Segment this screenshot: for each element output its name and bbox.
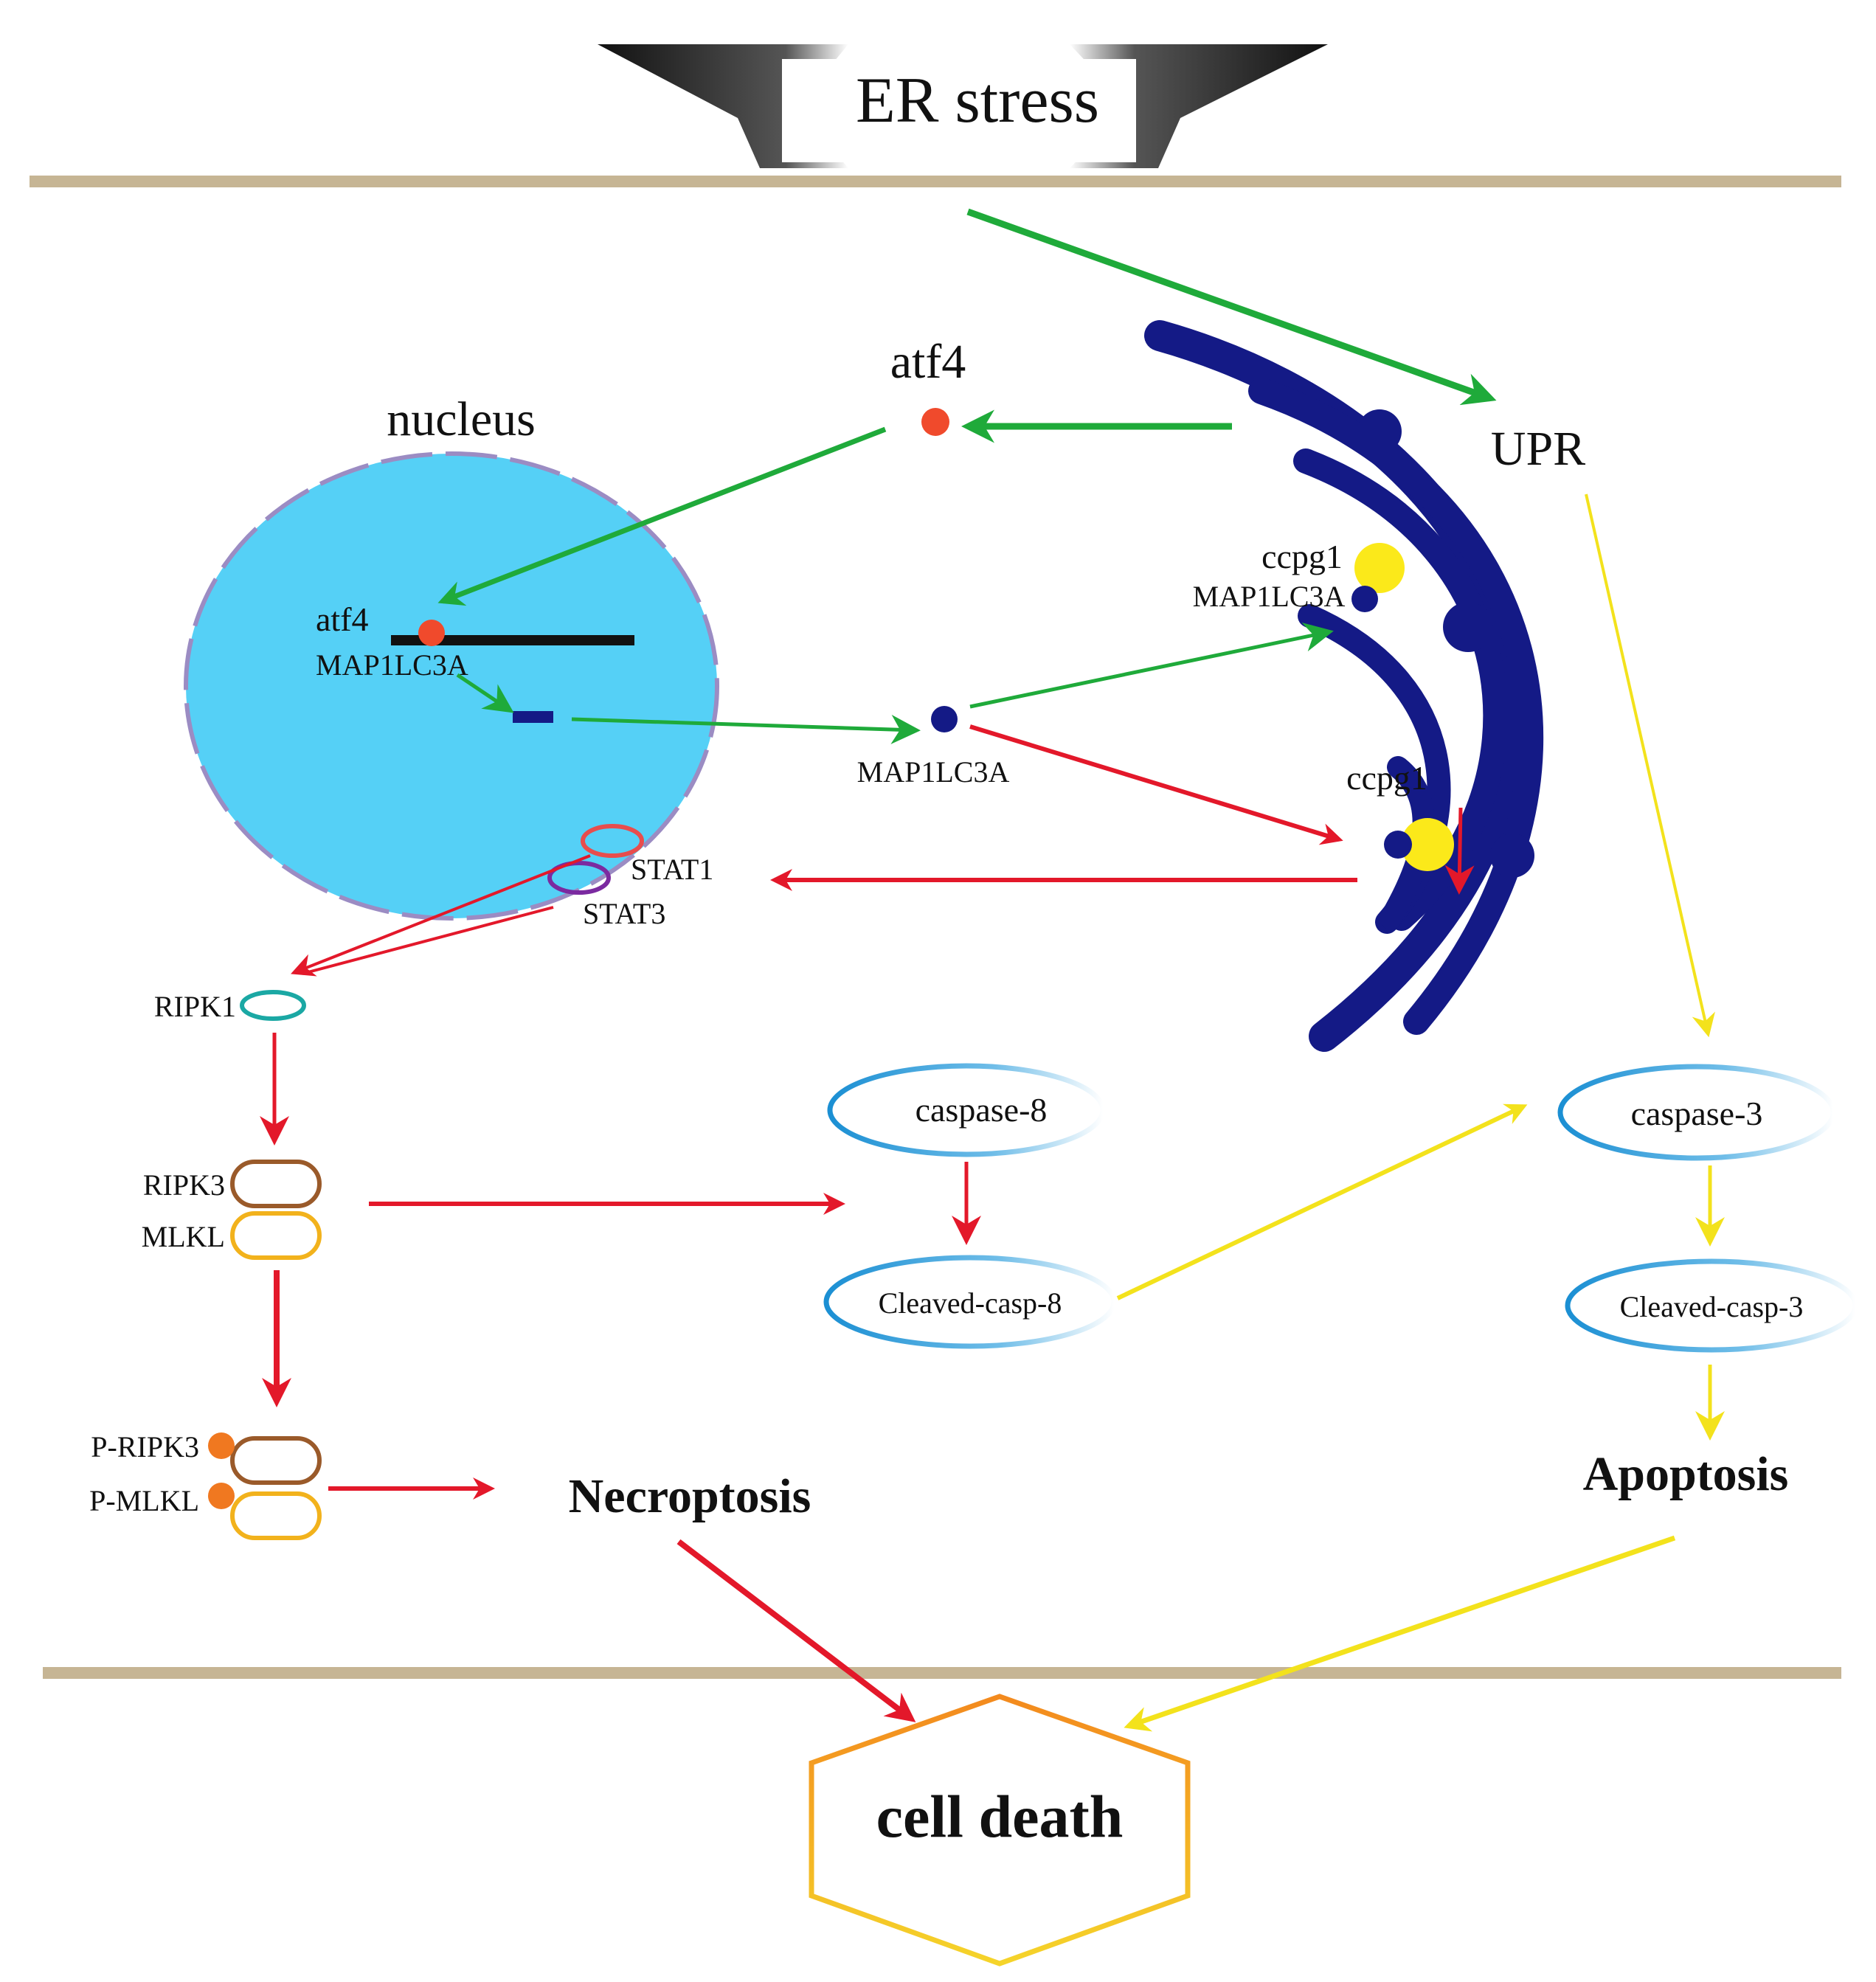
arrow-apoptosis-to-cell-death [1124,1535,1676,1732]
map1lc3a-bound-top [1351,586,1378,612]
arrow-map1lc3a-to-ccpg1 [969,622,1334,709]
p-mlkl-label: P-MLKL [89,1484,199,1517]
endoplasmic-reticulum [1144,320,1544,1052]
p-ripk3-label: P-RIPK3 [91,1430,199,1463]
map1lc3a-cytoplasm-label: MAP1LC3A [857,755,1010,789]
arrow-stat1-to-ripk1 [291,854,591,977]
stat3-receptor [547,861,611,895]
cleaved-casp-3-label: Cleaved-casp-3 [1620,1290,1804,1323]
cleaved-casp-8-node [823,1255,1117,1349]
cleaved-casp-3-node [1565,1258,1858,1353]
ripk1-label: RIPK1 [154,990,236,1023]
atf4-cytoplasm-label: atf4 [890,335,966,389]
atf4-nucleus-label: atf4 [316,600,369,638]
atf4-nucleus-dot [418,620,445,646]
yellow-arrows [1116,493,1725,1732]
stat3-label: STAT3 [583,897,665,930]
er-stress-burst [598,44,1328,168]
er-stress-label: ER stress [856,65,1099,136]
ripk3-node [230,1160,322,1208]
arrow-necroptosis-to-cell-death [676,1539,916,1722]
ccpg1-bottom-label: ccpg1 [1346,759,1427,797]
arrow-er-stress-to-upr [966,208,1497,406]
arrow-gene-to-mrna [456,673,514,713]
apoptosis-label: Apoptosis [1583,1447,1789,1501]
map1lc3a-nucleus-label: MAP1LC3A [316,648,468,682]
er-ribosomes [1357,409,1534,878]
caspase-8-label: caspase-8 [915,1091,1048,1129]
mlkl-node [230,1211,322,1260]
arrow-map1lc3a-to-ccpg1-bottom [969,724,1343,845]
ccpg1-top [1354,543,1405,593]
caspase-3-node [1557,1064,1836,1161]
upr-label: UPR [1491,422,1585,476]
map1lc3a-er-label: MAP1LC3A [1193,580,1346,613]
stat1-label: STAT1 [631,853,713,886]
nucleus-label: nucleus [387,392,536,446]
arrow-mrna-to-map1lc3a [571,714,921,744]
caspase-3-label: caspase-3 [1631,1095,1763,1132]
arrow-upr-to-caspase3 [1585,493,1715,1038]
red-arrows [260,724,1475,1722]
map1lc3a-cytoplasm-dot [931,706,958,732]
nucleus [184,451,719,921]
caspase-8-node [827,1063,1106,1157]
necroptosis-label: Necroptosis [569,1469,811,1523]
cell-death-label: cell death [876,1783,1124,1850]
stat1-receptor [581,824,644,858]
ripk3-label: RIPK3 [143,1168,225,1202]
ccpg1-top-label: ccpg1 [1261,538,1343,575]
mlkl-label: MLKL [142,1220,225,1253]
arrow-atf4-to-nucleus [437,426,887,606]
map1lc3a-mrna [513,711,553,723]
ripk1-node [240,990,306,1021]
p-mlkl-node [230,1491,322,1540]
cleaved-casp-8-label: Cleaved-casp-8 [879,1286,1062,1320]
arrow-cleaved8-to-caspase3 [1116,1103,1528,1300]
p-ripk3-phospho [208,1432,235,1459]
atf4-cytoplasm-dot [921,408,949,436]
cell-death-hexagon [809,1694,1191,1967]
green-arrows [437,208,1497,744]
p-ripk3-node [230,1436,322,1485]
map1lc3a-bound-bottom [1384,831,1412,859]
p-mlkl-phospho [208,1483,235,1509]
ccpg1-bottom [1401,818,1454,871]
arrow-stat3-to-ripk1 [302,906,554,975]
arrow-ccpg1-internal [1444,807,1475,895]
